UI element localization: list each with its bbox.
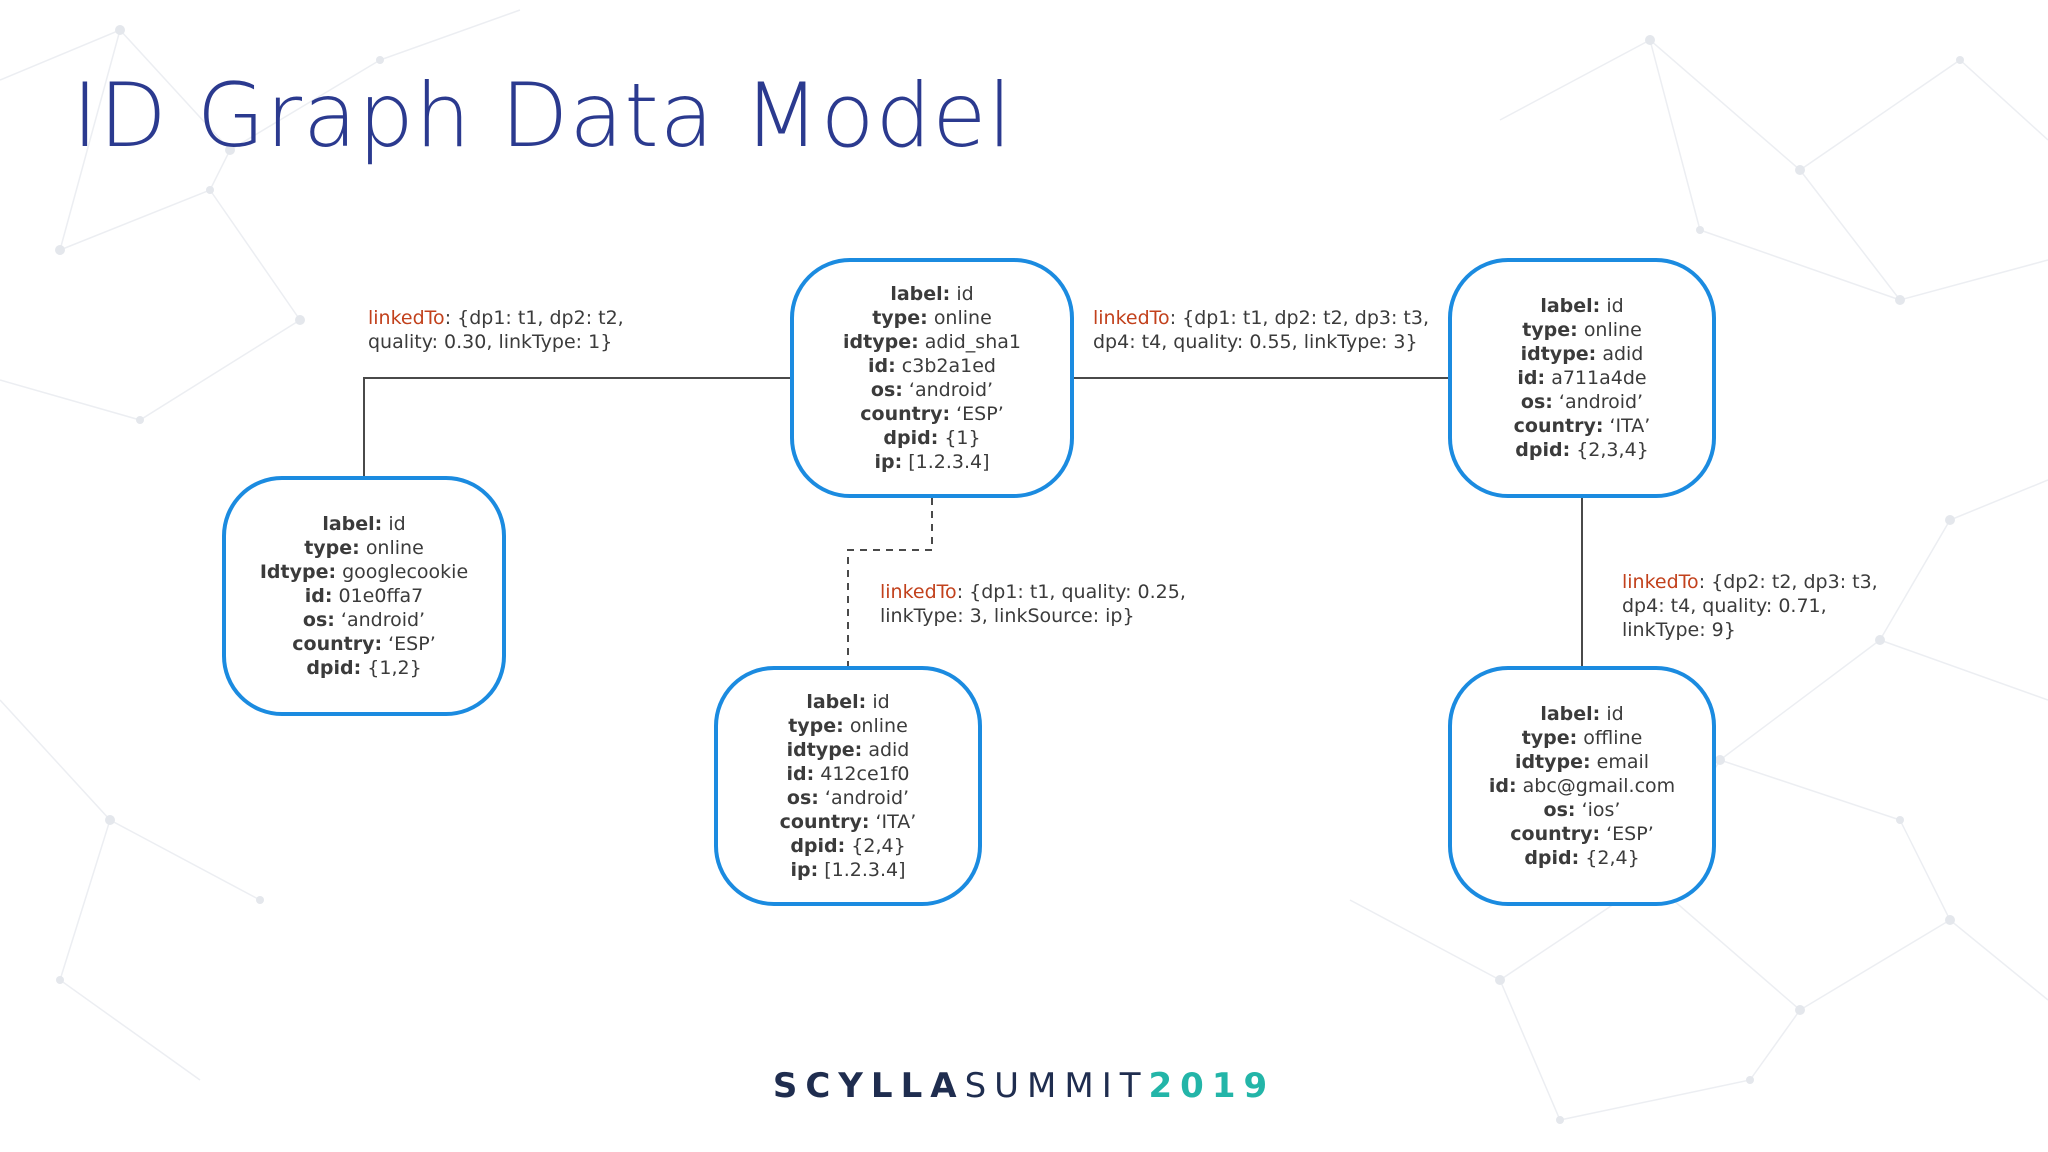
node-bottom[interactable]: label: id type: online idtype: adid id: … — [714, 666, 982, 906]
node-prop: dpid: {2,4} — [790, 835, 906, 857]
node-prop: ip: [1.2.3.4] — [790, 859, 906, 881]
node-prop: label: id — [806, 691, 890, 713]
node-prop: country: ‘ESP’ — [292, 633, 436, 655]
node-prop: type: offline — [1521, 727, 1643, 749]
event-logo: SCYLLASUMMIT2019 — [0, 1066, 2048, 1106]
node-prop: dpid: {1,2} — [306, 657, 422, 679]
node-prop: idtype: email — [1514, 751, 1650, 773]
node-prop: os: ‘android’ — [1520, 391, 1644, 413]
node-prop: id: abc@gmail.com — [1488, 775, 1676, 797]
node-prop: id: 01e0ffa7 — [304, 585, 424, 607]
edge-label-line: : {dp1: t1, dp2: t2, dp3: t3, — [1169, 307, 1429, 329]
node-prop: os: ‘ios’ — [1543, 799, 1621, 821]
edge-label-line: : {dp1: t1, dp2: t2, — [444, 307, 624, 329]
node-prop: id: c3b2a1ed — [868, 355, 996, 377]
node-right[interactable]: label: id type: online idtype: adid id: … — [1448, 258, 1716, 498]
node-prop: dpid: {2,3,4} — [1515, 439, 1649, 461]
edge-label-right-bottom-right: linkedTo: {dp2: t2, dp3: t3, dp4: t4, qu… — [1622, 570, 1878, 642]
edge-label-line: dp4: t4, quality: 0.71, — [1622, 595, 1827, 617]
node-prop: country: ‘ITA’ — [1513, 415, 1651, 437]
node-prop: idtype: adid — [1520, 343, 1644, 365]
node-prop: label: id — [890, 283, 974, 305]
node-prop: label: id — [1540, 295, 1624, 317]
edge-key: linkedTo — [1622, 571, 1699, 593]
node-prop: id: a711a4de — [1517, 367, 1647, 389]
node-bottom-right[interactable]: label: id type: offline idtype: email id… — [1448, 666, 1716, 906]
node-center[interactable]: label: id type: online idtype: adid_sha1… — [790, 258, 1074, 498]
node-prop: country: ‘ESP’ — [860, 403, 1004, 425]
edge-label-line: linkType: 9} — [1622, 619, 1736, 641]
edge-center-bottom — [847, 498, 933, 666]
edge-label-center-left: linkedTo: {dp1: t1, dp2: t2, quality: 0.… — [368, 306, 624, 354]
edge-label-center-bottom: linkedTo: {dp1: t1, quality: 0.25, linkT… — [880, 580, 1186, 628]
edge-label-line: quality: 0.30, linkType: 1} — [368, 331, 613, 353]
edge-label-line: dp4: t4, quality: 0.55, linkType: 3} — [1093, 331, 1418, 353]
node-prop: idtype: adid_sha1 — [843, 331, 1021, 353]
logo-brand: SCYLLA — [772, 1066, 965, 1106]
node-prop: Idtype: googlecookie — [259, 561, 469, 583]
node-prop: type: online — [788, 715, 908, 737]
node-prop: label: id — [1540, 703, 1624, 725]
node-prop: idtype: adid — [786, 739, 910, 761]
node-prop: dpid: {2,4} — [1524, 847, 1640, 869]
node-prop: label: id — [322, 513, 406, 535]
node-prop: type: online — [304, 537, 424, 559]
edge-label-line: linkType: 3, linkSource: ip} — [880, 605, 1135, 627]
logo-event: SUMMIT — [964, 1066, 1149, 1106]
node-prop: type: online — [872, 307, 992, 329]
node-prop: os: ‘android’ — [870, 379, 994, 401]
node-prop: dpid: {1} — [883, 427, 981, 449]
logo-year: 2019 — [1148, 1066, 1276, 1106]
edge-key: linkedTo — [880, 581, 957, 603]
edge-center-left — [363, 377, 790, 476]
node-prop: id: 412ce1f0 — [786, 763, 910, 785]
page-title: ID Graph Data Model — [72, 64, 1013, 167]
edge-label-center-right: linkedTo: {dp1: t1, dp2: t2, dp3: t3, dp… — [1093, 306, 1429, 354]
node-prop: country: ‘ESP’ — [1510, 823, 1654, 845]
node-prop: ip: [1.2.3.4] — [874, 451, 990, 473]
node-prop: type: online — [1522, 319, 1642, 341]
edge-key: linkedTo — [1093, 307, 1170, 329]
node-left[interactable]: label: id type: online Idtype: googlecoo… — [222, 476, 506, 716]
node-prop: os: ‘android’ — [302, 609, 426, 631]
node-prop: os: ‘android’ — [786, 787, 910, 809]
node-prop: country: ‘ITA’ — [779, 811, 917, 833]
edge-label-line: : {dp1: t1, quality: 0.25, — [956, 581, 1186, 603]
edge-key: linkedTo — [368, 307, 445, 329]
edge-label-line: : {dp2: t2, dp3: t3, — [1698, 571, 1878, 593]
